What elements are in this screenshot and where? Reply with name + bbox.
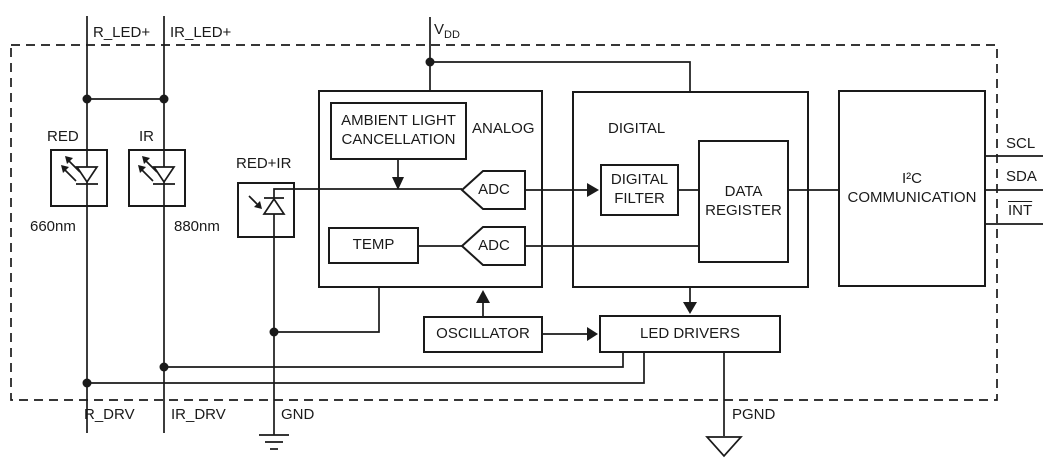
- pin-gnd: GND: [281, 406, 315, 423]
- digital-block: [572, 91, 809, 288]
- arrowheads: [392, 177, 697, 341]
- data-register-label: DATA REGISTER: [705, 182, 782, 219]
- i2c-label-line2: COMMUNICATION: [847, 188, 977, 206]
- pin-scl: SCL: [1006, 135, 1036, 152]
- i2c-label-line1: I²C: [901, 169, 922, 187]
- red-led-box: [50, 149, 108, 207]
- analog-gnd-wire: [274, 288, 380, 333]
- pin-ir-drv: IR_DRV: [171, 406, 226, 423]
- led-drivers-block: LED DRIVERS: [599, 315, 781, 353]
- data-register-block: DATA REGISTER: [698, 140, 789, 263]
- i2c-communication-block: I²C COMMUNICATION: [838, 90, 986, 287]
- pin-r-led-plus: R_LED+: [93, 24, 151, 41]
- ambient-light-cancellation-label: AMBIENT LIGHT CANCELLATION: [341, 112, 456, 148]
- led-drivers-label: LED DRIVERS: [639, 324, 741, 342]
- pin-vdd: VDD: [434, 21, 460, 41]
- ir-led-symbol: [138, 156, 176, 185]
- pgnd-triangle-symbol: [705, 436, 743, 458]
- adc1-arrowhead-icon: [587, 183, 599, 197]
- adc-bottom-shape: [460, 226, 526, 266]
- temp-label: TEMP: [352, 236, 395, 254]
- pin-ir-led-plus: IR_LED+: [170, 24, 232, 41]
- i2c-communication-label: I²C COMMUNICATION: [848, 170, 977, 208]
- ir-wavelength-label: 880nm: [174, 218, 220, 235]
- gnd-symbol: [259, 434, 289, 450]
- adc-top-shape: [460, 170, 526, 210]
- r-drive-wire: [87, 353, 645, 384]
- digital-filter-block: DIGITAL FILTER: [600, 164, 679, 216]
- alc-arrowhead-icon: [392, 177, 404, 190]
- oscillator-block: OSCILLATOR: [423, 316, 543, 353]
- chip-boundary-dashed-border: [10, 44, 998, 401]
- photodiode-box: [237, 182, 295, 238]
- analog-block: [318, 90, 543, 288]
- pin-r-drv: R_DRV: [84, 406, 135, 423]
- adc-bottom-label: ADC: [478, 237, 510, 254]
- ir-led-box: [128, 149, 186, 207]
- digital-leddrivers-arrowhead-icon: [683, 302, 697, 314]
- ir-drive-wire: [164, 353, 624, 368]
- vdd-letter: V: [434, 21, 445, 38]
- junction-dots: [82, 57, 435, 388]
- red-led-label: RED: [47, 128, 79, 145]
- oscillator-label: OSCILLATOR: [436, 325, 530, 343]
- temp-block: TEMP: [328, 227, 419, 264]
- ambient-light-cancellation-block: AMBIENT LIGHT CANCELLATION: [330, 102, 467, 160]
- red-wavelength-label: 660nm: [30, 218, 76, 235]
- oscillator-analog-arrowhead-icon: [476, 290, 490, 303]
- photodiode-symbol: [248, 195, 286, 215]
- pin-int: INT: [1008, 202, 1033, 219]
- red-led-symbol: [61, 156, 99, 185]
- pin-sda: SDA: [1006, 168, 1037, 185]
- analog-label: ANALOG: [472, 120, 535, 137]
- oscillator-leddrivers-arrowhead-icon: [587, 327, 598, 341]
- digital-filter-label: DIGITAL FILTER: [610, 171, 669, 207]
- pin-pgnd: PGND: [732, 406, 776, 423]
- ir-led-label: IR: [139, 128, 154, 145]
- vdd-subscript: DD: [444, 29, 460, 41]
- adc-top-label: ADC: [478, 181, 510, 198]
- photodiode-label: RED+IR: [236, 155, 292, 172]
- vdd-branch-wire: [430, 61, 691, 91]
- photodiode-signal-wire: [273, 188, 462, 198]
- digital-label: DIGITAL: [608, 120, 666, 137]
